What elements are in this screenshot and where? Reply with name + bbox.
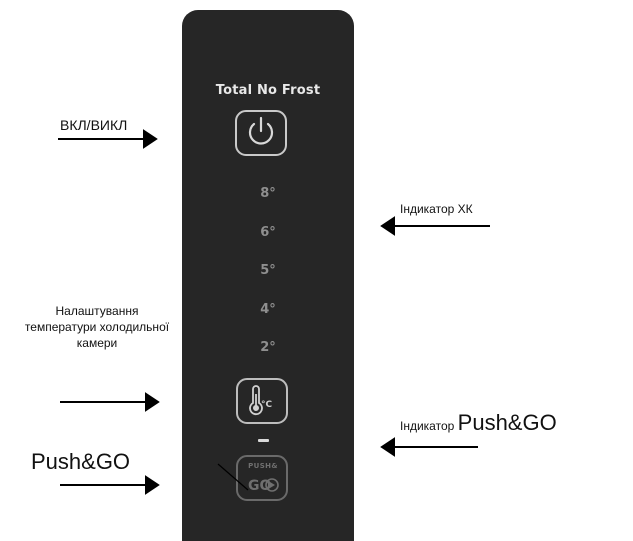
celsius-unit: °C (261, 400, 273, 410)
push-go-indicator-led (258, 439, 269, 442)
callout-power-label: ВКЛ/ВИКЛ (60, 117, 128, 133)
push-button-label: PUSH& (248, 462, 278, 470)
power-button[interactable] (235, 110, 287, 156)
temperature-level-6: 6° (260, 225, 276, 240)
thermometer-celsius-icon: °C (249, 385, 273, 416)
callout-push-label: Push&GO (31, 449, 131, 474)
callout-push-indicator-prefix: Індикатор (400, 419, 455, 433)
power-icon (248, 116, 274, 145)
push-go-text: GO (248, 478, 271, 494)
control-panel: Total No Frost 8° 6° 5° 4° 2° °C PUSH& (182, 10, 354, 541)
temperature-level-2: 2° (260, 340, 276, 355)
callout-push-indicator-label: Індикатор Push&GO (400, 410, 557, 436)
brand-label: Total No Frost (215, 83, 321, 98)
arrow-power-head (143, 129, 158, 149)
temperature-button[interactable]: °C (236, 378, 288, 424)
temperature-level-8: 8° (260, 186, 276, 201)
arrow-indicator-head (380, 216, 395, 236)
arrow-push-indicator-head (380, 437, 395, 457)
arrow-push-head (145, 475, 160, 495)
arrow-settings-head (145, 392, 160, 412)
temperature-level-5: 5° (260, 263, 276, 278)
callout-push-indicator-name: Push&GO (457, 410, 557, 435)
temperature-level-4: 4° (260, 302, 276, 317)
callout-settings-label: Налаштування температури холодильної кам… (24, 304, 170, 350)
callout-indicator-label: Індикатор ХК (400, 202, 473, 216)
push-go-button[interactable]: PUSH& GO (236, 455, 288, 501)
play-icon: GO (248, 478, 279, 494)
